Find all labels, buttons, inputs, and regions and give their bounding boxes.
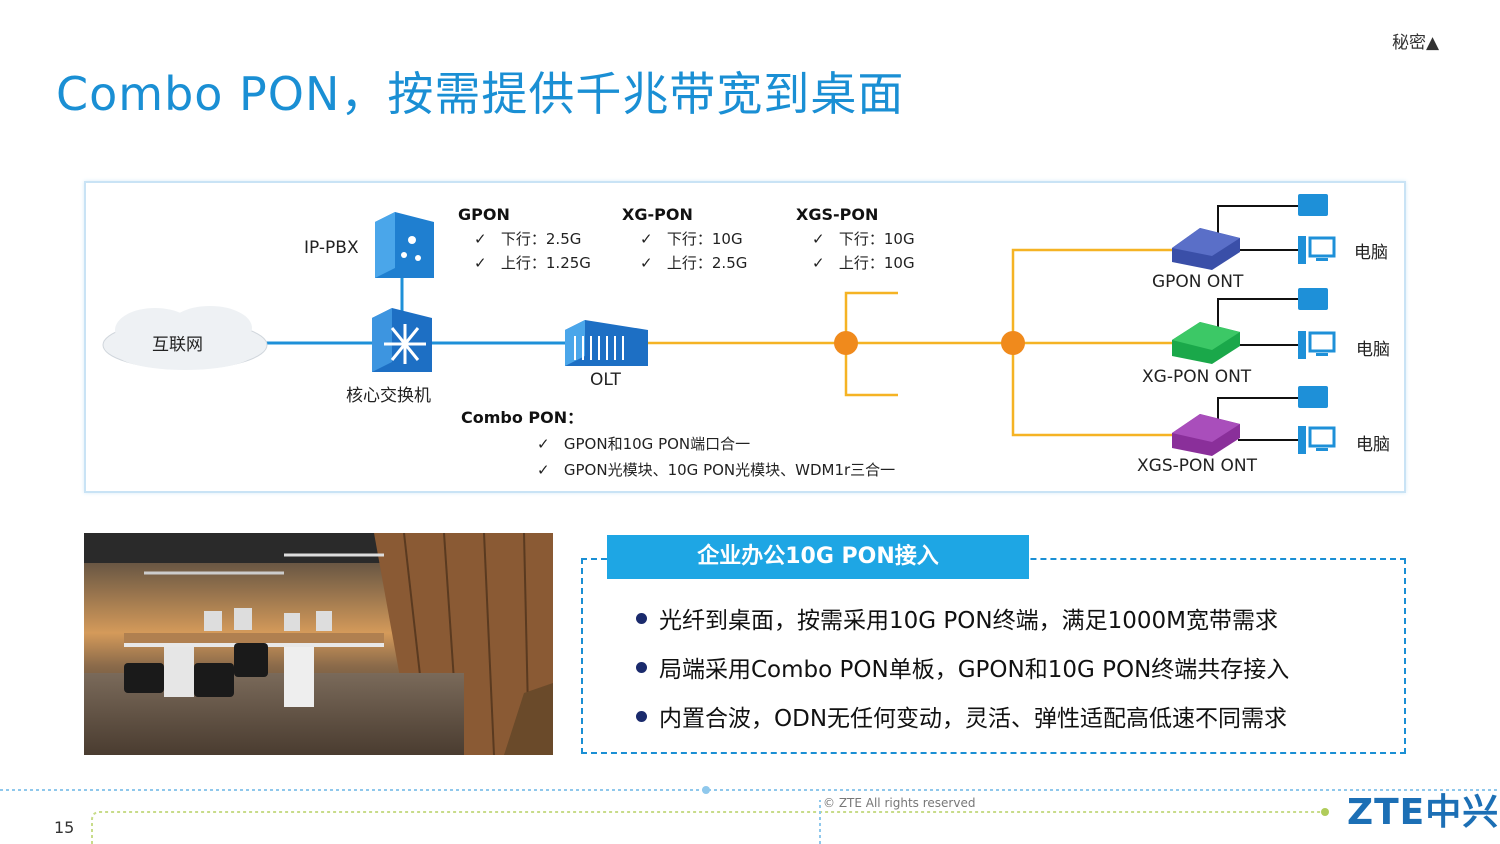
pon-type-xgspon: XGS-PON ✓ 下行：10G ✓ 上行：10G (796, 205, 915, 273)
combo-pon-note: Combo PON： ✓ GPON和10G PON端口合一 ✓ GPON光模块、… (461, 404, 895, 480)
office-photo-illustration (84, 533, 553, 755)
bullet-text: 内置合波，ODN无任何变动，灵活、弹性适配高低速不同需求 (659, 706, 1288, 732)
downstream-rate: 下行：10G (838, 230, 915, 248)
brand-logo: ZTE中兴 (1347, 792, 1500, 833)
combo-point: GPON和10G PON端口合一 (563, 435, 751, 453)
bullet-icon (636, 613, 647, 624)
bullet-text: 局端采用Combo PON单板，GPON和10G PON终端共存接入 (659, 657, 1290, 683)
xgpon-ont-label: XG-PON ONT (1142, 367, 1252, 387)
info-box-header: 企业办公10G PON接入 (607, 535, 1029, 579)
office-photo (84, 533, 553, 755)
bullet-text: 光纤到桌面，按需采用10G PON终端，满足1000M宽带需求 (659, 608, 1278, 634)
upstream-rate: 上行：2.5G (666, 254, 748, 272)
check-icon: ✓ (537, 461, 550, 479)
pc-label: 电脑 (1354, 243, 1388, 263)
bullet-icon (636, 711, 647, 722)
xgspon-ont-icon (1172, 414, 1240, 456)
gpon-ont-label: GPON ONT (1152, 272, 1244, 292)
network-diagram-frame (84, 181, 1406, 493)
cloud-icon (102, 306, 268, 370)
downstream-rate: 下行：10G (666, 230, 743, 248)
list-item: 内置合波，ODN无任何变动，灵活、弹性适配高低速不同需求 (636, 699, 1287, 733)
combo-point: GPON光模块、10G PON光模块、WDM1r三合一 (563, 461, 896, 479)
ippbx-icon (375, 212, 434, 278)
check-icon: ✓ (812, 254, 825, 272)
pon-type-gpon: GPON ✓ 下行：2.5G ✓ 上行：1.25G (458, 205, 591, 273)
olt-icon (565, 320, 648, 366)
upstream-rate: 上行：1.25G (500, 254, 591, 272)
check-icon: ✓ (812, 230, 825, 248)
check-icon: ✓ (640, 230, 653, 248)
ippbx-label: IP-PBX (304, 238, 359, 258)
check-icon: ✓ (474, 230, 487, 248)
splitter-2-icon (1001, 331, 1025, 355)
check-icon: ✓ (640, 254, 653, 272)
pon-type-name: XGS-PON (796, 205, 879, 224)
core-switch-icon (372, 308, 432, 372)
classification-label: 秘密▲ (1392, 33, 1440, 53)
combo-title: Combo PON： (461, 408, 584, 427)
pon-type-name: GPON (458, 205, 510, 224)
pc-icon (1298, 194, 1336, 454)
list-item: 光纤到桌面，按需采用10G PON终端，满足1000M宽带需求 (636, 601, 1278, 635)
check-icon: ✓ (537, 435, 550, 453)
page-number: 15 (54, 818, 75, 837)
xgpon-ont-icon (1172, 322, 1240, 364)
downstream-rate: 下行：2.5G (500, 230, 582, 248)
page-title: Combo PON，按需提供千兆带宽到桌面 (56, 67, 905, 121)
gpon-ont-icon (1172, 228, 1240, 270)
pon-type-name: XG-PON (622, 205, 693, 224)
xgspon-ont-label: XGS-PON ONT (1137, 456, 1257, 476)
internet-label: 互联网 (152, 335, 203, 355)
olt-label: OLT (590, 370, 621, 390)
core-switch-label: 核心交换机 (346, 386, 431, 406)
splitter-1-icon (834, 331, 858, 355)
pc-label: 电脑 (1356, 340, 1390, 360)
upstream-rate: 上行：10G (838, 254, 915, 272)
list-item: 局端采用Combo PON单板，GPON和10G PON终端共存接入 (636, 650, 1289, 684)
pc-label: 电脑 (1356, 435, 1390, 455)
bullet-icon (636, 662, 647, 673)
copyright: © ZTE All rights reserved (823, 796, 976, 810)
check-icon: ✓ (474, 254, 487, 272)
pon-type-xgpon: XG-PON ✓ 下行：10G ✓ 上行：2.5G (622, 205, 747, 273)
